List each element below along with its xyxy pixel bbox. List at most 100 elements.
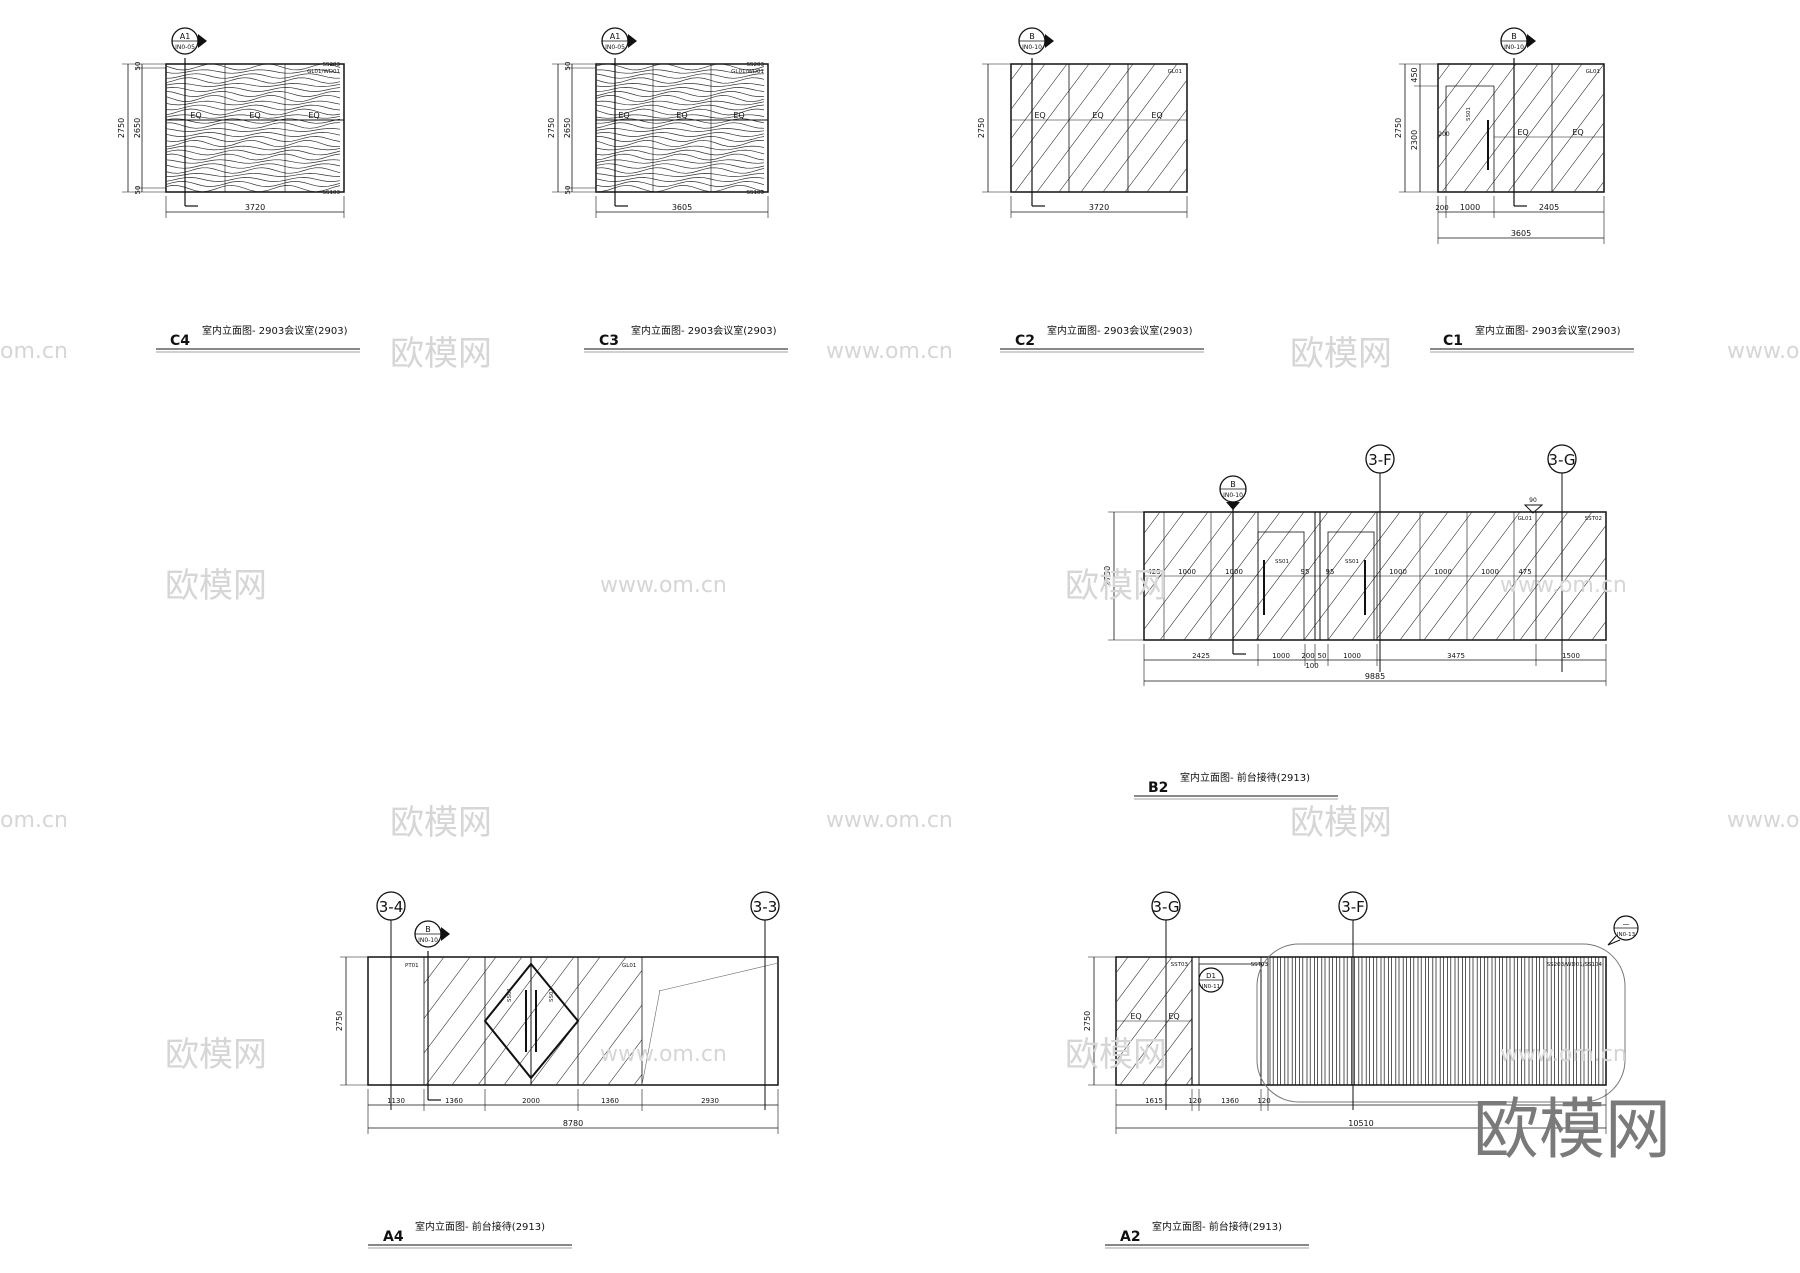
wood-slat bbox=[1558, 956, 1563, 1086]
wood-slat bbox=[1491, 956, 1496, 1086]
watermark-brand: 欧模网 bbox=[165, 566, 267, 606]
glass-hatch-line bbox=[1441, 64, 1539, 192]
glass-hatch-line bbox=[1618, 64, 1714, 192]
wood-slat bbox=[1425, 956, 1429, 1086]
b2-extra-dim: 100 bbox=[1305, 662, 1318, 670]
wave-texture-line bbox=[596, 149, 765, 156]
wood-slat bbox=[1299, 956, 1304, 1086]
watermark-url: www.om.cn bbox=[826, 339, 953, 364]
c3-width-dim: 3605 bbox=[672, 203, 692, 212]
wood-slat bbox=[1417, 956, 1422, 1086]
glass-hatch-line bbox=[1163, 1047, 1192, 1085]
wood-slat bbox=[1528, 956, 1533, 1086]
b2-total-dim: 9885 bbox=[1365, 672, 1385, 681]
a4-grid-b: 3-3 bbox=[753, 898, 778, 916]
elevation-a4 bbox=[340, 891, 834, 1134]
wave-texture-line bbox=[596, 177, 765, 182]
c1-marker-top: B bbox=[1511, 32, 1517, 41]
glass-hatch-line bbox=[424, 957, 471, 1019]
c4-title: 室内立面图- 2903会议室(2903) bbox=[202, 324, 348, 337]
elevation-c2 bbox=[982, 27, 1397, 218]
a4-height-dim: 2750 bbox=[335, 1011, 344, 1031]
c4-tag-1: SS203 bbox=[323, 62, 341, 68]
watermark-brand: 欧模网 bbox=[390, 803, 492, 843]
wood-slat bbox=[1328, 956, 1333, 1086]
c4-width-dim: 3720 bbox=[245, 203, 265, 212]
a2-label: A2 bbox=[1120, 1229, 1141, 1245]
watermark-brand: 欧模网 bbox=[1290, 803, 1392, 843]
c2-marker-top: B bbox=[1029, 32, 1035, 41]
b2-bottom-dim-label: 2425 bbox=[1192, 652, 1210, 660]
c3-eq-3: EQ bbox=[733, 111, 744, 120]
a2-dim-label: 120 bbox=[1188, 1097, 1201, 1105]
wave-texture-line bbox=[166, 91, 341, 97]
c4-subheight-mid: 2650 bbox=[133, 118, 142, 138]
c3-title-block: C3 室内立面图- 2903会议室(2903) bbox=[584, 324, 788, 353]
glass-hatch-line bbox=[1301, 64, 1397, 192]
wave-texture-line bbox=[596, 73, 765, 79]
wave-texture-line bbox=[596, 184, 765, 192]
a2-dim-label: 120 bbox=[1257, 1097, 1270, 1105]
wave-texture-line bbox=[166, 163, 341, 169]
glass-hatch-line bbox=[1728, 64, 1800, 192]
wood-slat bbox=[1469, 956, 1474, 1086]
wood-slat bbox=[1365, 956, 1370, 1086]
a4-dim-label: 2930 bbox=[701, 1097, 719, 1105]
wave-texture-line bbox=[166, 118, 341, 124]
wave-texture-line bbox=[596, 100, 765, 106]
a4-marker-bottom: IN0-10 bbox=[418, 937, 438, 944]
wave-texture-line bbox=[166, 108, 341, 116]
c1-subheight-top: 450 bbox=[1410, 67, 1419, 82]
glass-hatch-line bbox=[1463, 64, 1561, 192]
wave-texture-line bbox=[596, 132, 765, 137]
c4-eq-1: EQ bbox=[190, 111, 201, 120]
wave-texture-line bbox=[596, 104, 765, 111]
c1-height-dim: 2750 bbox=[1394, 118, 1403, 138]
wood-slat bbox=[1550, 956, 1555, 1086]
b2-height-dim: 2750 bbox=[1103, 566, 1112, 586]
b2-grid-b: 3-G bbox=[1548, 451, 1575, 469]
wave-texture-line bbox=[166, 128, 341, 132]
glass-hatch-line bbox=[581, 1004, 642, 1085]
watermark-edge: om.cn bbox=[0, 339, 68, 364]
glass-hatch-line bbox=[1014, 64, 1112, 192]
wave-texture-line bbox=[166, 149, 341, 156]
c3-marker-bottom: IN0-05 bbox=[605, 44, 625, 51]
c2-marker-bottom: IN0-10 bbox=[1022, 44, 1042, 51]
glass-hatch-line bbox=[555, 969, 642, 1085]
c2-eq-3: EQ bbox=[1151, 111, 1162, 120]
wood-slat bbox=[1573, 956, 1577, 1086]
glass-hatch-line bbox=[1640, 512, 1736, 640]
watermark-brand-large: 欧模网 bbox=[1473, 1091, 1671, 1168]
c1-dim-3: 2405 bbox=[1539, 203, 1559, 212]
wave-texture-line bbox=[166, 177, 341, 182]
elevation-c3 bbox=[552, 27, 769, 218]
watermark-brand: 欧模网 bbox=[390, 334, 492, 374]
b2-bottom-dim-label: 1500 bbox=[1562, 652, 1580, 660]
a4-dim-label: 1360 bbox=[601, 1097, 619, 1105]
c1-title-block: C1 室内立面图- 2903会议室(2903) bbox=[1430, 324, 1634, 353]
a4-total-dim: 8780 bbox=[563, 1119, 583, 1128]
watermark-url: www.om.cn bbox=[600, 573, 727, 598]
glass-hatch-line bbox=[1011, 64, 1024, 81]
wave-texture-line bbox=[596, 145, 765, 151]
b2-marker-top: B bbox=[1230, 480, 1236, 489]
wave-texture-line bbox=[596, 159, 765, 164]
a2-dim-label: 1360 bbox=[1221, 1097, 1239, 1105]
glass-hatch-line bbox=[607, 1039, 642, 1085]
wave-texture-line bbox=[596, 108, 765, 116]
c1-eq-1: EQ bbox=[1517, 128, 1528, 137]
c4-title-block: C4 室内立面图- 2903会议室(2903) bbox=[156, 324, 360, 353]
a2-marker-top: — bbox=[1623, 920, 1630, 928]
glass-hatch-line bbox=[1191, 64, 1287, 192]
wood-slat bbox=[1476, 956, 1481, 1086]
c4-eq-2: EQ bbox=[249, 111, 260, 120]
wood-slat bbox=[1284, 956, 1289, 1086]
glass-hatch-line bbox=[738, 957, 834, 1085]
c2-width-dim: 3720 bbox=[1089, 203, 1109, 212]
wave-texture-line bbox=[166, 136, 341, 142]
c1-tag-ss01: SS01 bbox=[1466, 107, 1472, 121]
b2-angle: 90 bbox=[1529, 497, 1537, 504]
c1-tag-gl01: GL01 bbox=[1586, 69, 1600, 75]
